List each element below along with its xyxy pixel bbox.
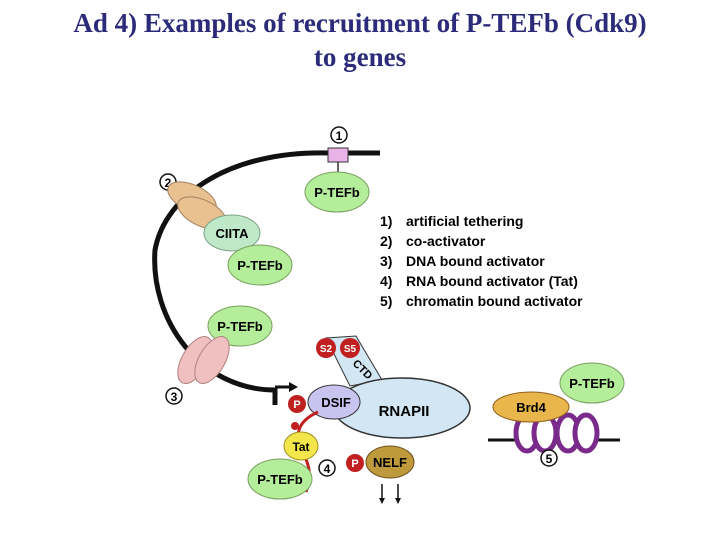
legend-4-num: 4) [380,273,392,289]
legend-4-text: RNA bound activator (Tat) [406,273,578,289]
tat [283,431,319,461]
ptefb-4 [247,458,313,500]
marker-3: 3 [171,390,178,404]
legend: 1) artificial tethering 2) co-activator … [380,213,583,309]
dsif-phospho-label: P [293,399,300,411]
s5-label: S5 [344,344,357,355]
dsif-phospho [288,395,306,413]
ptefb-1-label: P-TEFb [314,185,360,200]
example-4-tat: Tat P-TEFb 4 [247,410,336,500]
example-2-coactivator: 2 CIITA P-TEFb [159,173,293,286]
tat-label: Tat [292,440,309,454]
brd4 [492,391,570,423]
ctd-tail: CTD S2 S5 [316,335,383,387]
page-title: Ad 4) Examples of recruitment of P-TEFb … [0,6,720,74]
nelf [365,445,415,479]
dsif-label: DSIF [321,395,351,410]
legend-3-text: DNA bound activator [406,253,545,269]
nelf-phospho-label: P [351,458,358,470]
activator-3b [194,336,230,384]
marker-2: 2 [165,176,172,190]
example-1-tethering: 1 P-TEFb [304,126,370,213]
ptefb-2-label: P-TEFb [237,258,283,273]
legend-1-num: 1) [380,213,392,229]
tether-box [327,147,349,163]
nelf-label: NELF [373,455,407,470]
ptefb-2 [227,244,293,286]
ciita [203,214,261,252]
rnapii-label: RNAPII [379,403,430,420]
dsif [307,384,361,420]
rna-cap [291,422,299,430]
marker-4: 4 [324,462,331,476]
nelf-phospho [346,454,364,472]
s2-phospho [316,338,336,358]
legend-5-num: 5) [380,293,392,309]
tss-arrow-head [289,382,298,392]
nucleosome-4 [572,412,600,454]
marker-5: 5 [546,452,553,466]
title-line-1: Ad 4) Examples of recruitment of P-TEFb … [73,8,647,38]
example-5-chromatin: Brd4 P-TEFb 5 [488,362,625,467]
legend-3-num: 3) [380,253,392,269]
example-3-dna-bound: P-TEFb 3 [165,305,273,405]
s5-phospho [340,338,360,358]
title-line-2: to genes [313,42,407,72]
ciita-label: CIITA [216,226,250,241]
marker-1: 1 [336,129,343,143]
ptefb-5 [559,362,625,404]
ptefb-3 [207,305,273,347]
ptefb-4-label: P-TEFb [257,472,303,487]
legend-1-text: artificial tethering [406,213,523,229]
legend-2-num: 2) [380,233,392,249]
nelf-complex: P NELF [346,445,415,504]
s2-label: S2 [320,344,333,355]
ptefb-3-label: P-TEFb [217,319,263,334]
ptefb-5-label: P-TEFb [569,376,615,391]
ptefb-1 [304,171,370,213]
brd4-label: Brd4 [516,400,546,415]
legend-5-text: chromatin bound activator [406,293,583,309]
dna-strand [152,150,380,405]
legend-2-text: co-activator [406,233,486,249]
